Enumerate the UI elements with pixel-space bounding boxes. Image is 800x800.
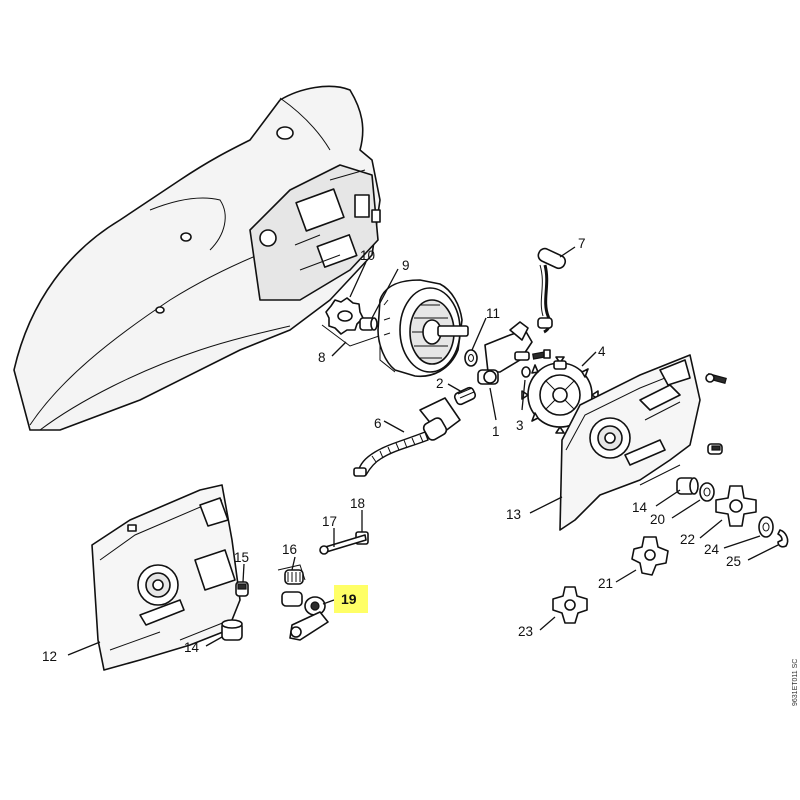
part-22-star-gear <box>715 485 757 527</box>
part-11-washer-hole <box>468 354 474 362</box>
callout-21: 21 <box>598 576 613 591</box>
part-2-fitting <box>453 386 477 406</box>
callout-3: 3 <box>516 418 524 433</box>
part-19-tensioner <box>281 591 329 641</box>
part-14-bushing-left <box>221 619 243 641</box>
callout-17: 17 <box>322 514 337 529</box>
callout-11: 11 <box>486 306 500 321</box>
part-12-left-cover <box>91 484 241 671</box>
callout-6: 6 <box>374 416 382 431</box>
part-21-sprocket <box>631 536 669 576</box>
part-24-washer <box>758 516 774 538</box>
callout-14-right: 14 <box>632 500 648 515</box>
part-20-washer <box>699 482 715 502</box>
part-7-oil-hose <box>537 247 567 334</box>
part-14-bushing-right <box>676 477 699 495</box>
callout-25: 25 <box>726 554 741 569</box>
callout-12: 12 <box>42 649 57 664</box>
drawing-code: 9631ET011 SC <box>792 659 799 706</box>
callout-10: 10 <box>360 248 375 263</box>
highlight-box-19 <box>334 585 368 613</box>
pump-screw <box>532 349 551 360</box>
part-1-oil-pump <box>477 321 533 385</box>
callout-1: 1 <box>492 424 500 439</box>
part-10-bearing <box>359 317 378 331</box>
callout-2: 2 <box>436 376 444 391</box>
part-23-sprocket <box>552 586 588 624</box>
part-15-screw <box>235 581 249 597</box>
callout-20: 20 <box>650 512 665 527</box>
callout-22: 22 <box>680 532 695 547</box>
callout-24: 24 <box>704 542 720 557</box>
leader-lines <box>67 246 779 656</box>
part-9-drum <box>377 279 469 378</box>
callout-8: 8 <box>318 350 326 365</box>
callout-9: 9 <box>402 258 410 273</box>
callout-4: 4 <box>598 344 606 359</box>
motor-housing <box>13 85 381 431</box>
callout-16: 16 <box>282 542 297 557</box>
part-13-right-cover <box>559 354 701 531</box>
callout-19: 19 <box>341 591 357 607</box>
callout-15: 15 <box>234 550 249 565</box>
part-17-rod <box>319 534 367 555</box>
part-16-spring <box>277 564 306 585</box>
part-6-hose <box>353 397 461 477</box>
part-25-clip <box>777 529 789 548</box>
callout-labels: 7 10 9 8 11 4 2 1 3 6 18 17 16 15 19 12 … <box>42 236 741 664</box>
part-4-sprocket <box>521 356 599 434</box>
part-11-washer <box>464 349 478 367</box>
callout-18: 18 <box>350 496 365 511</box>
callout-7: 7 <box>578 236 586 251</box>
callout-13: 13 <box>506 507 521 522</box>
right-screws <box>705 373 727 455</box>
part-8-pinion <box>321 297 383 347</box>
callout-23: 23 <box>518 624 533 639</box>
callout-14-left: 14 <box>184 640 200 655</box>
part-3-ring <box>521 366 531 378</box>
